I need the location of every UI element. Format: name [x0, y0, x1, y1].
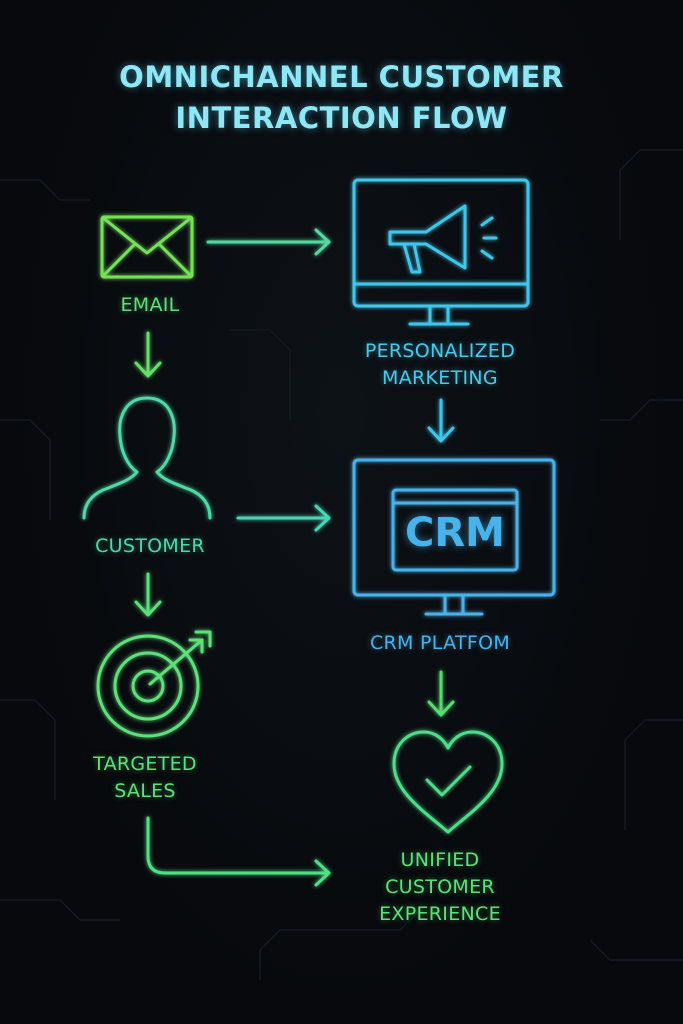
circuit-background — [0, 149, 683, 980]
personalized-marketing-label-line-1: PERSONALIZED — [364, 340, 516, 362]
personalized-marketing-label: PERSONALIZED MARKETING — [320, 338, 560, 392]
arrow-targeted-to-unified — [146, 816, 331, 887]
unified-experience-label-line-3: EXPERIENCE — [379, 903, 501, 925]
crm-screen-text: CRM — [405, 510, 505, 556]
targeted-sales-label-line-1: TARGETED — [93, 753, 197, 775]
arrow-customer-to-targeted — [134, 572, 162, 617]
personalized-marketing-label-line-2: MARKETING — [382, 367, 498, 389]
envelope-icon — [100, 215, 194, 279]
person-icon — [82, 396, 212, 520]
unified-experience-label-line-2: CUSTOMER — [385, 876, 495, 898]
arrow-marketing-to-crm — [427, 398, 455, 443]
target-icon — [96, 630, 212, 738]
arrow-customer-to-crm — [236, 504, 331, 532]
targeted-sales-label-line-2: SALES — [114, 780, 176, 802]
arrow-email-to-marketing — [206, 228, 331, 256]
page-title-line-1: OMNICHANNEL CUSTOMER — [119, 60, 564, 94]
monitor-crm-icon — [352, 458, 556, 616]
email-label: EMAIL — [120, 294, 180, 316]
unified-experience-label: UNIFIED CUSTOMER EXPERIENCE — [340, 847, 540, 928]
unified-experience-label-line-1: UNIFIED — [400, 849, 480, 871]
customer-label: CUSTOMER — [95, 535, 205, 557]
heart-check-icon — [392, 730, 504, 834]
targeted-sales-label: TARGETED SALES — [50, 751, 240, 805]
crm-platform-label: CRM PLATFOM — [369, 632, 511, 654]
arrow-crm-to-unified — [427, 670, 455, 717]
monitor-megaphone-icon — [352, 178, 530, 326]
arrow-email-to-customer — [134, 331, 162, 378]
page-title-line-2: INTERACTION FLOW — [175, 101, 508, 135]
